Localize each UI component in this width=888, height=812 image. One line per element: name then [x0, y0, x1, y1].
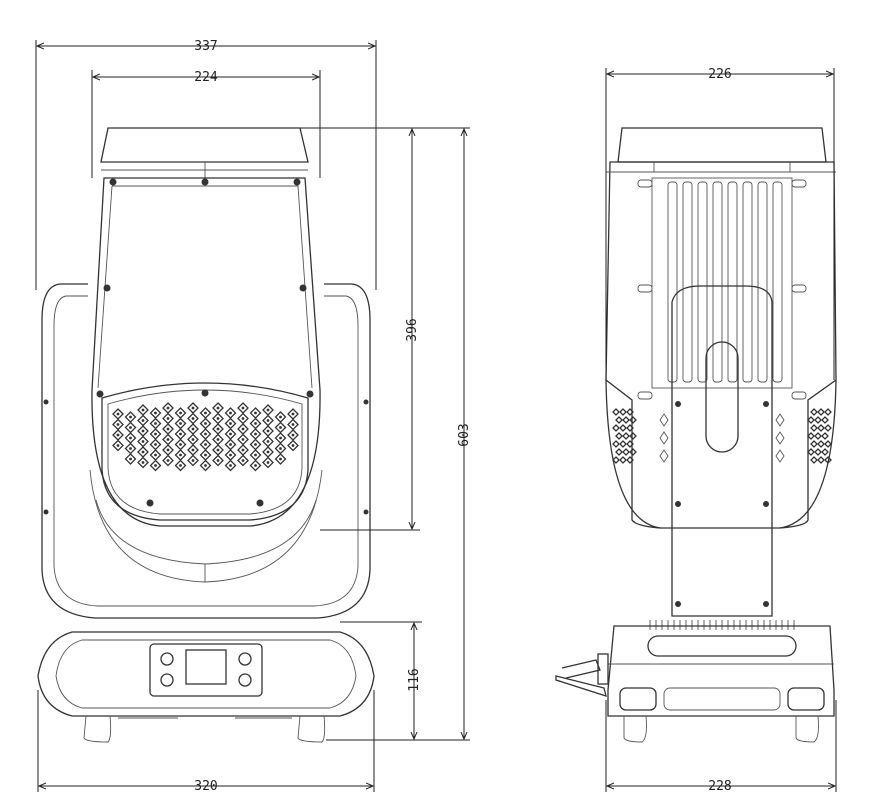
side-vent-left [612, 408, 637, 464]
side-view: 226 228 [555, 67, 837, 794]
side-head-body [605, 161, 837, 529]
dim-side-base-width: 228 [708, 779, 731, 794]
heat-sink-fins [651, 177, 793, 389]
front-view: 337 224 396 603 116 320 [35, 39, 472, 794]
menu-button [160, 652, 174, 666]
side-base [607, 625, 835, 717]
dim-side-head-width: 226 [708, 67, 731, 82]
control-panel [149, 643, 263, 697]
dim-front-outer-width: 337 [194, 39, 217, 54]
side-yoke-arm [671, 285, 773, 617]
up-button [238, 652, 252, 666]
yoke-left-arm [41, 283, 371, 619]
display-screen [185, 649, 227, 685]
enter-button [160, 673, 174, 687]
side-head-cap [617, 127, 827, 163]
led-panel [101, 382, 309, 521]
dim-front-head-width: 224 [194, 70, 218, 85]
dim-base-height: 116 [407, 668, 422, 691]
front-head-cap [100, 127, 309, 163]
dim-front-head-height: 396 [405, 318, 420, 341]
side-vent-right [807, 408, 832, 464]
front-base [37, 631, 375, 717]
led-grid [112, 402, 299, 472]
power-cable [555, 675, 607, 697]
down-button [238, 673, 252, 687]
side-carry-handle [647, 635, 797, 657]
base-ribs [649, 620, 795, 630]
dim-front-base-width: 320 [194, 779, 217, 794]
front-head-body [91, 177, 321, 527]
side-handle-slot [705, 341, 739, 453]
dim-overall-height: 603 [457, 423, 472, 446]
